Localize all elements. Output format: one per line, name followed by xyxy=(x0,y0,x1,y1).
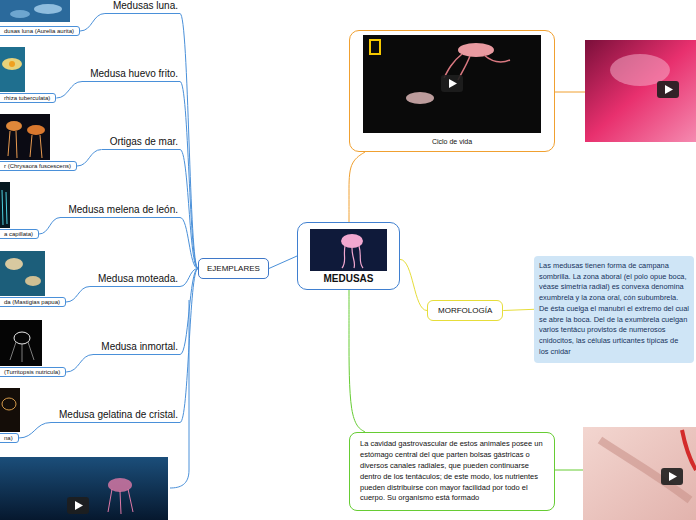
branch-label: Medusa gelatina de cristal. xyxy=(51,409,180,423)
image-caption: dusas luna (Aurelia aurita) xyxy=(0,26,80,36)
connector xyxy=(269,256,297,269)
note-box: Las medusas tienen forma de campana somb… xyxy=(534,256,694,363)
image-caption: rhiza tuberculata) xyxy=(0,93,56,103)
main-topic: MORFOLOGÍA xyxy=(427,300,503,321)
jellyfish-photo xyxy=(310,229,387,271)
node-text: La cavidad gastrovascular de estos anima… xyxy=(360,439,544,504)
image-caption: da (Mastigias papua) xyxy=(0,297,66,307)
node-text: na) xyxy=(4,435,13,441)
main-topic: EJEMPLARES xyxy=(198,258,269,279)
sea-nettle-photo xyxy=(0,114,50,160)
central-topic: MEDUSAS xyxy=(297,222,400,290)
branch-label: Medusas luna. xyxy=(105,0,180,14)
connector xyxy=(180,150,198,269)
node-text: Medusa gelatina de cristal. xyxy=(59,409,178,420)
node-text: r (Chrysaora fuscescens) xyxy=(4,163,71,169)
connector xyxy=(66,287,90,303)
branch-label: Ortigas de mar. xyxy=(102,136,180,150)
fried-egg-jelly-photo xyxy=(0,47,25,92)
connector xyxy=(66,355,93,373)
branch-line xyxy=(555,470,583,471)
branch-line xyxy=(170,470,189,488)
connector xyxy=(180,82,198,269)
video-topic: Ciclo de vida xyxy=(349,30,555,152)
node-text: Ortigas de mar. xyxy=(110,136,178,147)
branch-line xyxy=(189,300,190,470)
node-text: MEDUSAS xyxy=(302,273,395,284)
node-text: Medusas luna. xyxy=(113,0,178,11)
branch-label: Medusa moteada. xyxy=(90,273,180,287)
node-text: Las medusas tienen forma de campana somb… xyxy=(539,261,689,358)
immortal-jelly-photo xyxy=(0,320,42,366)
node-text: da (Mastigias papua) xyxy=(4,299,60,305)
moon-jelly-photo xyxy=(0,0,70,22)
connector xyxy=(180,14,198,269)
image-caption: na) xyxy=(0,433,19,443)
branch-line xyxy=(555,92,585,93)
connector xyxy=(80,14,105,32)
node-text: Medusa moteada. xyxy=(98,273,178,284)
node-text: Medusa huevo frito. xyxy=(90,68,178,79)
crystal-jelly-photo xyxy=(0,388,20,432)
connector xyxy=(503,309,534,310)
node-text: MORFOLOGÍA xyxy=(438,306,492,315)
node-text: Medusa inmortal. xyxy=(101,341,178,352)
image-caption: (Turritopsis nutricula) xyxy=(0,367,66,377)
connector xyxy=(77,150,102,167)
video-thumbnail xyxy=(585,40,696,142)
branch-label: Medusa melena de león. xyxy=(60,204,180,218)
branch-label: Medusa huevo frito. xyxy=(82,68,180,82)
connector xyxy=(349,152,365,222)
note-box: La cavidad gastrovascular de estos anima… xyxy=(349,432,555,511)
node-text: (Turritopsis nutricula) xyxy=(4,369,60,375)
lions-mane-photo xyxy=(0,182,10,228)
connector xyxy=(349,290,365,432)
connector xyxy=(180,218,198,269)
node-text: EJEMPLARES xyxy=(207,264,260,273)
branch-label: Medusa inmortal. xyxy=(93,341,180,355)
node-text: dusas luna (Aurelia aurita) xyxy=(4,28,74,34)
spotted-jelly-photo xyxy=(0,251,45,296)
connector xyxy=(180,269,198,423)
connector xyxy=(400,259,427,310)
image-caption: a capillata) xyxy=(0,229,39,239)
node-text: a capillata) xyxy=(4,231,33,237)
connector xyxy=(19,423,51,439)
video-thumbnail xyxy=(0,457,168,520)
image-caption: r (Chrysaora fuscescens) xyxy=(0,161,77,171)
connector xyxy=(56,82,82,99)
video-thumbnail xyxy=(363,35,541,133)
node-text: Ciclo de vida xyxy=(354,138,550,145)
connector xyxy=(39,218,60,235)
node-text: Medusa melena de león. xyxy=(68,204,178,215)
node-text: rhiza tuberculata) xyxy=(4,95,50,101)
video-thumbnail xyxy=(583,427,696,520)
